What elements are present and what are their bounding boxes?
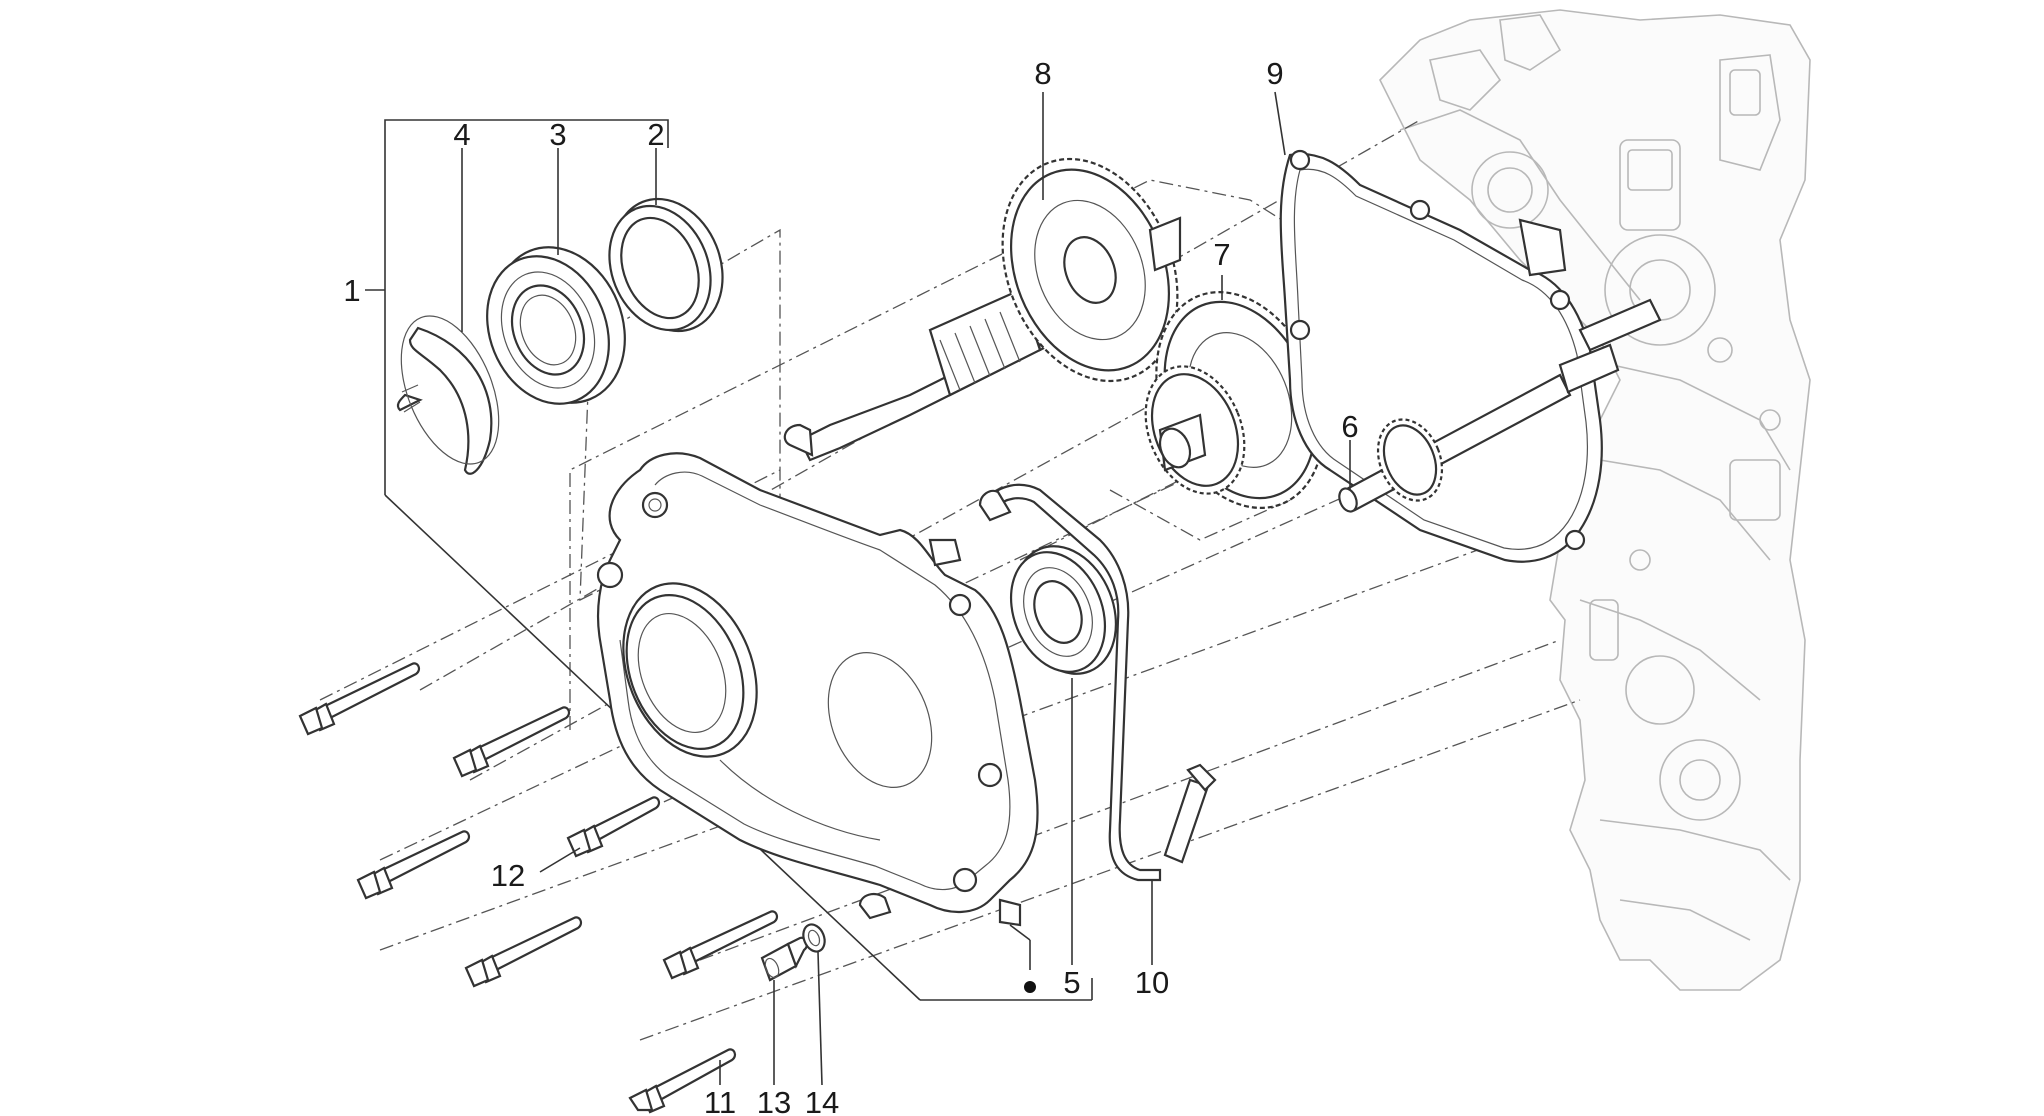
bolt: [628, 1048, 737, 1114]
pinion-shaft-part-6: [1338, 298, 1662, 513]
callout-10: 10: [1135, 965, 1169, 1000]
bolt: [464, 916, 583, 988]
bolt: [452, 706, 571, 778]
washer-part-14: [802, 923, 826, 953]
callout-12: 12: [491, 858, 525, 893]
reference-dot: [1024, 981, 1036, 993]
callout-1: 1: [343, 273, 360, 308]
gear-shaft-part-8: [783, 157, 1182, 462]
plug-part-13: [760, 936, 809, 982]
bearing-part-5: [1009, 545, 1118, 675]
callout-9: 9: [1266, 56, 1283, 91]
callout-5: 5: [1063, 965, 1080, 1000]
callout-8: 8: [1034, 56, 1051, 91]
gasket-part-9: [1279, 149, 1603, 563]
callout-labels: 1 2 3 4 5 6 7 8 9 10 11 12 13 14: [343, 56, 1358, 1116]
callout-14: 14: [805, 1085, 839, 1116]
snap-ring-part-4: [396, 315, 500, 475]
callout-2: 2: [647, 117, 664, 152]
callout-11: 11: [704, 1085, 736, 1116]
callout-4: 4: [453, 117, 470, 152]
callout-6: 6: [1341, 409, 1358, 444]
breather-hose-part-10: [978, 483, 1217, 882]
callout-leaders: [461, 91, 1351, 1086]
seal-ring-part-2: [608, 197, 724, 333]
bolt: [662, 910, 779, 980]
transmission-cover: [596, 452, 1039, 993]
double-gear-part-7: [1144, 291, 1325, 509]
bolts: [298, 662, 779, 1114]
callout-7: 7: [1213, 237, 1230, 272]
callout-13: 13: [757, 1085, 791, 1116]
bolt: [566, 796, 661, 858]
bearing-part-3: [486, 246, 626, 405]
bolt: [356, 830, 471, 900]
callout-3: 3: [549, 117, 566, 152]
bolt: [298, 662, 421, 736]
